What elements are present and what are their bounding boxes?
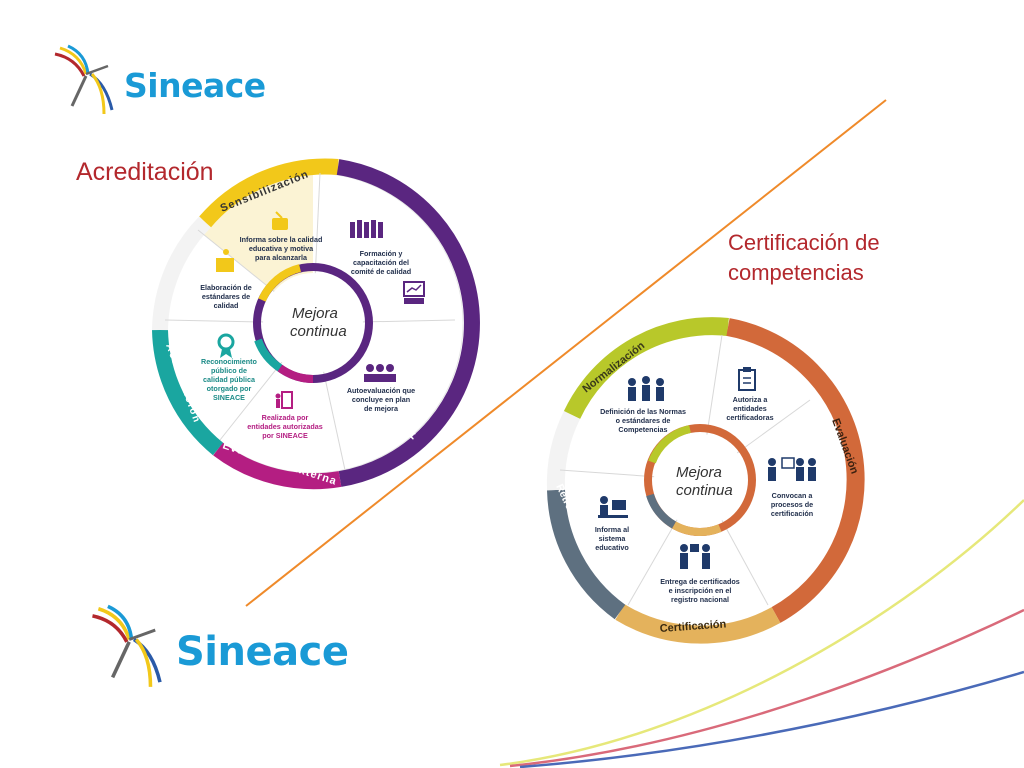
cert-center-line1: Mejora <box>676 464 722 481</box>
heading-certificacion-line1: Certificación de <box>728 230 880 255</box>
sineace-wordmark: Sineace <box>176 629 349 675</box>
item-entrega-line: e inscripción en el <box>669 586 732 595</box>
item-realizada-line: entidades autorizadas <box>247 422 323 431</box>
stage-arc-normalizacion <box>563 317 729 419</box>
item-autoevaluacion-line: Autoevaluación que <box>347 386 415 395</box>
item-elaboracion-line: calidad <box>214 301 239 310</box>
acr-center-line2: continua <box>290 323 347 340</box>
item-informa-sistema-line: sistema <box>599 534 627 543</box>
item-informa-line: educativa y motiva <box>249 244 314 253</box>
item-convocan-line: certificación <box>771 509 813 518</box>
door-person-icon <box>275 391 293 409</box>
acr-center-line1: Mejora <box>292 305 338 322</box>
item-formacion: Formación y capacitación del comité de c… <box>351 249 411 276</box>
item-autoriza-line: entidades <box>733 404 767 413</box>
item-informa-line: para alcanzarla <box>255 253 308 262</box>
item-entrega: Entrega de certificados e inscripción en… <box>660 577 740 604</box>
curve-blue <box>519 670 1024 768</box>
curve-red <box>509 608 1024 768</box>
stage-label-certificacion: Certificación <box>659 618 727 635</box>
item-autoevaluacion: Autoevaluación que concluye en plan de m… <box>347 386 415 413</box>
item-informa: Informa sobre la calidad educativa y mot… <box>240 235 323 262</box>
certificate-people-icon <box>680 544 710 569</box>
item-reconocimiento: Reconocimiento público de calidad públic… <box>201 357 258 402</box>
meeting-icon <box>364 364 396 382</box>
curve-yellow <box>499 499 1024 767</box>
item-definicion: Definición de las Normas o estándares de… <box>600 407 686 434</box>
item-realizada-line: Realizada por <box>262 413 309 422</box>
item-autoevaluacion-line: concluye en plan <box>352 395 410 404</box>
item-realizada: Realizada por entidades autorizadas por … <box>247 413 323 440</box>
stage-arc-certificacion <box>615 604 781 644</box>
item-entrega-line: Entrega de certificados <box>660 577 740 586</box>
stage-arc-evaluacion-externa <box>213 442 342 490</box>
item-entrega-line: registro nacional <box>671 595 729 604</box>
workers-icon <box>768 457 816 481</box>
stage-arc-sensibilizacion <box>198 158 339 228</box>
stage-arc-retroalimentacion <box>547 489 626 620</box>
stage-arc-autoevaluacion <box>336 159 480 487</box>
heading-certificacion-line2: competencias <box>728 260 864 285</box>
clipboard-icon <box>738 367 756 391</box>
medal-icon <box>217 333 235 358</box>
item-reconocimiento-line: Reconocimiento <box>201 357 258 366</box>
chart-presenter-icon <box>216 249 234 272</box>
stage-arc-evaluacion <box>726 318 865 623</box>
presentation-icon <box>403 281 425 304</box>
item-autoriza: Autoriza a entidades certificadoras <box>726 395 773 422</box>
item-realizada-line: por SINEACE <box>262 431 308 440</box>
item-convocan-line: procesos de <box>771 500 813 509</box>
people-group-icon <box>350 220 383 238</box>
item-reconocimiento-line: otorgado por <box>207 384 252 393</box>
heading-acreditacion: Acreditación <box>76 158 214 186</box>
item-informa-sistema-line: educativo <box>595 543 629 552</box>
item-formacion-line: Formación y <box>360 249 403 258</box>
sineace-logo-bottom: Sineace <box>86 604 349 694</box>
item-informa-sistema-line: Informa al <box>595 525 629 534</box>
computer-user-icon <box>598 496 628 518</box>
sineace-bird-icon <box>92 604 162 687</box>
radio-icon <box>272 211 288 230</box>
item-elaboracion-line: estándares de <box>202 292 250 301</box>
item-elaboracion: Elaboración de estándares de calidad <box>200 283 252 310</box>
item-autoriza-line: Autoriza a <box>733 395 769 404</box>
item-formacion-line: capacitación del <box>353 258 409 267</box>
sineace-bird-icon <box>54 44 114 115</box>
item-definicion-line: Definición de las Normas <box>600 407 686 416</box>
item-formacion-line: comité de calidad <box>351 267 411 276</box>
item-autoriza-line: certificadoras <box>726 413 773 422</box>
professionals-icon <box>628 376 664 401</box>
item-reconocimiento-line: público de <box>211 366 247 375</box>
item-definicion-line: Competencias <box>618 425 667 434</box>
item-elaboracion-line: Elaboración de <box>200 283 252 292</box>
item-reconocimiento-line: SINEACE <box>213 393 245 402</box>
item-definicion-line: o estándares de <box>616 416 671 425</box>
stage-arc-acreditacion <box>152 329 224 456</box>
item-reconocimiento-line: calidad pública <box>203 375 256 384</box>
sineace-logo-top: Sineace <box>50 44 266 120</box>
cert-center-line2: continua <box>676 482 733 499</box>
sineace-wordmark: Sineace <box>124 65 266 105</box>
item-autoevaluacion-line: de mejora <box>364 404 399 413</box>
item-informa-line: Informa sobre la calidad <box>240 235 323 244</box>
item-informa-sistema: Informa al sistema educativo <box>595 525 630 552</box>
item-convocan: Convocan a procesos de certificación <box>771 491 814 518</box>
diagonal-orange-line <box>245 99 887 607</box>
item-convocan-line: Convocan a <box>772 491 814 500</box>
heading-certificacion: Certificación de competencias <box>728 228 880 288</box>
